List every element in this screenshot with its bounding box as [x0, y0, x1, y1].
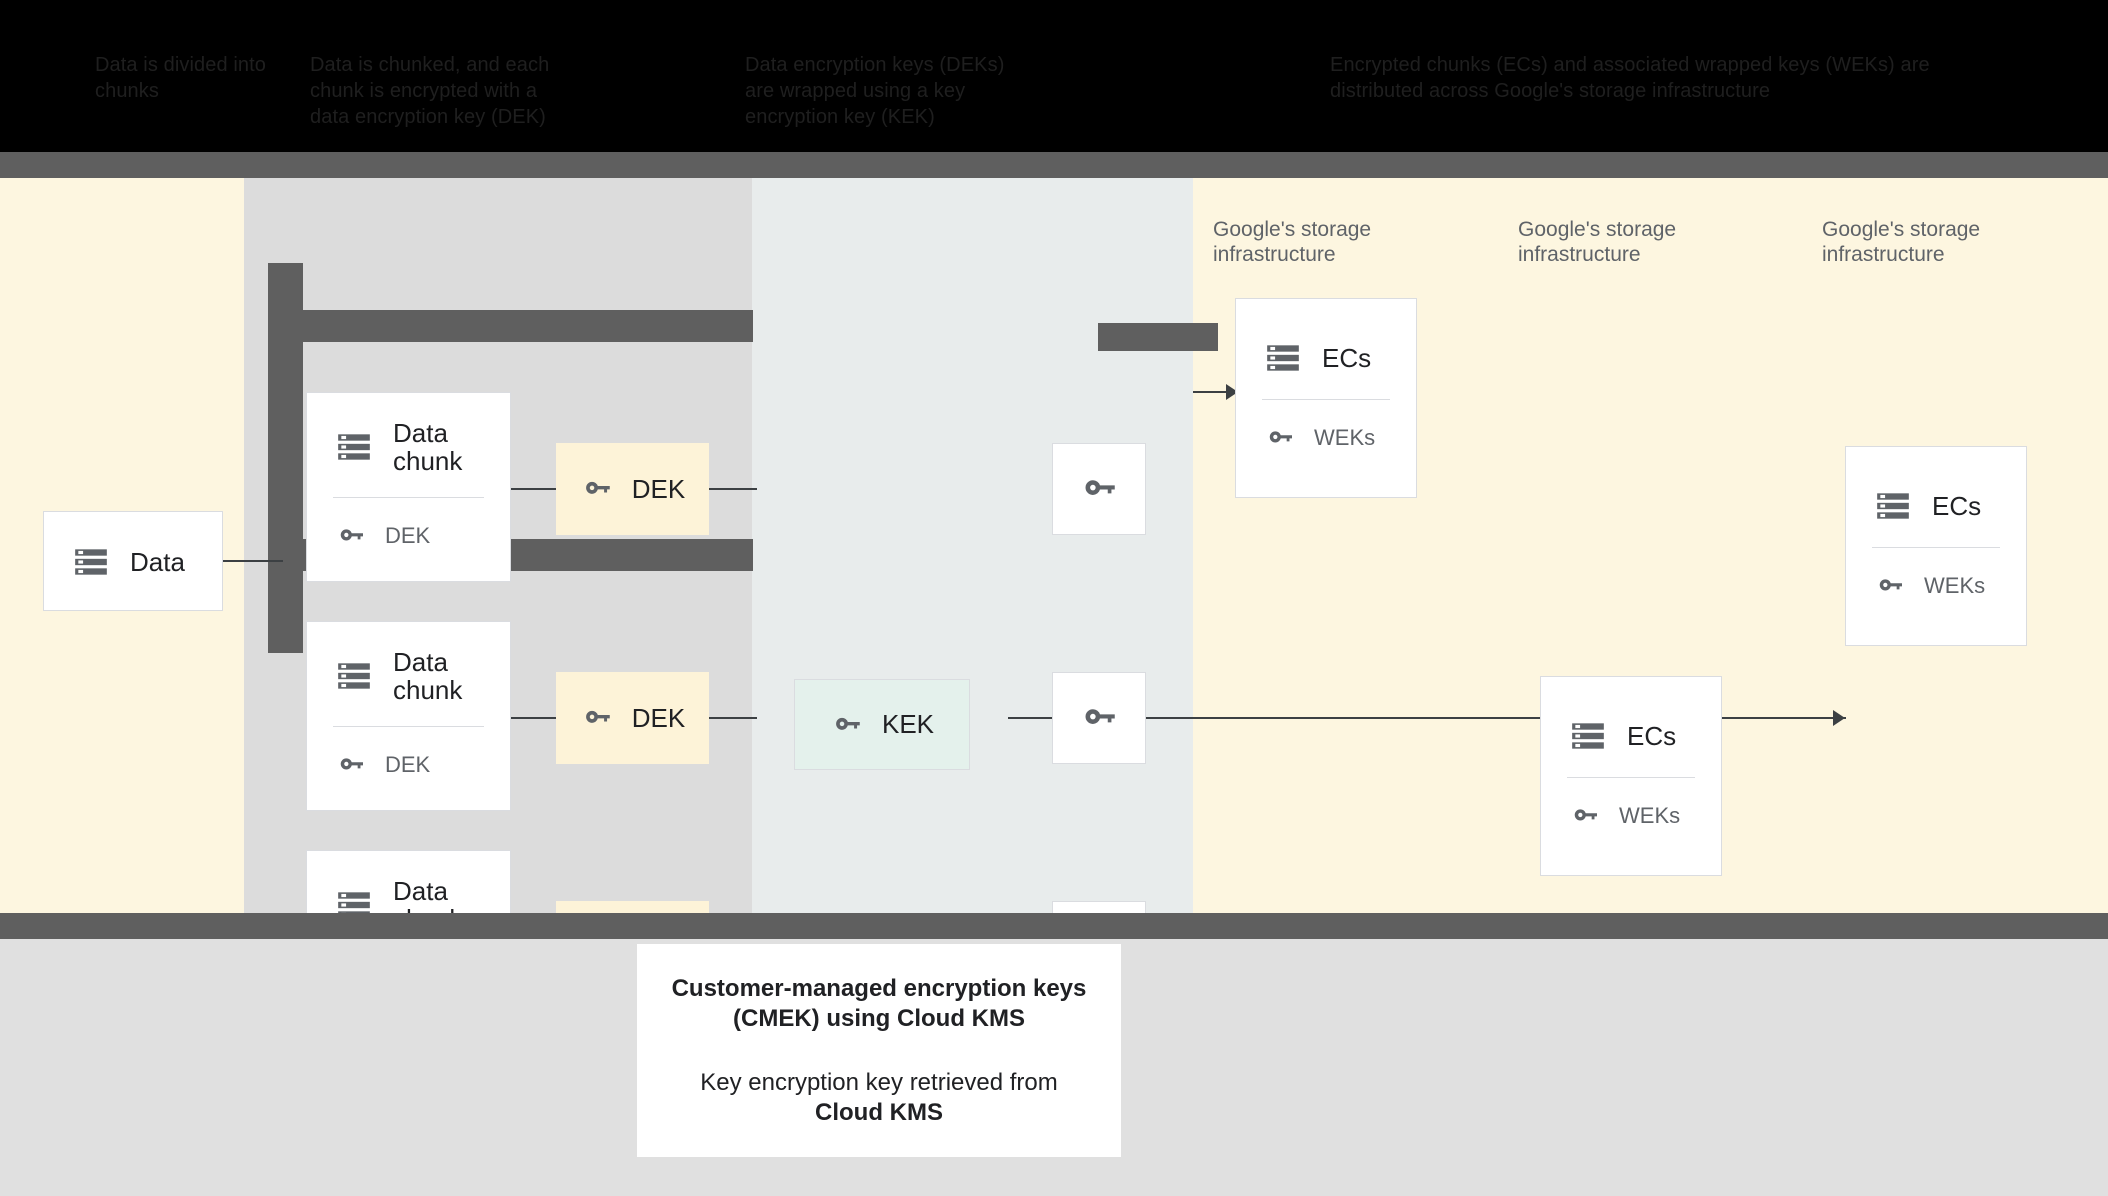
kek-box[interactable]: KEK: [794, 679, 970, 770]
data-source-card[interactable]: Data: [43, 511, 223, 611]
key-icon: [1264, 422, 1296, 454]
ec-card-key-label: WEKs: [1619, 803, 1681, 828]
caption-line-2: (CMEK) using Cloud KMS: [733, 1004, 1025, 1032]
data-chunk-key-label: DEK: [385, 752, 431, 777]
storage-icon: [72, 543, 110, 581]
line-kek-to-wek2: [1008, 717, 1056, 719]
ec-card-title: ECs: [1932, 491, 1982, 521]
line-dek2-out: [709, 717, 757, 719]
key-icon: [335, 749, 367, 781]
ec-card-1[interactable]: ECs WEKs: [1235, 298, 1417, 498]
connector-block-top: [268, 310, 753, 342]
dek-label: DEK: [631, 473, 686, 504]
data-chunk-key-label: DEK: [385, 523, 431, 548]
header-column-distribution: Encrypted chunks (ECs) and associated wr…: [1330, 54, 1930, 102]
storage-icon: [1874, 487, 1912, 525]
header-column-data-chunking: Data is divided into chunks: [95, 54, 266, 102]
caption-box: Customer-managed encryption keys (CMEK) …: [637, 944, 1121, 1157]
storage-icon: [335, 428, 373, 466]
ec-card-key-label: WEKs: [1924, 573, 1986, 598]
key-icon: [335, 520, 367, 552]
connector-spine: [268, 263, 303, 653]
card-divider: [333, 497, 484, 498]
dek-box-1[interactable]: DEK: [556, 443, 709, 535]
ec-card-title: ECs: [1627, 721, 1677, 751]
ec-card-key-label: WEKs: [1314, 425, 1376, 450]
data-source-title: Data: [130, 547, 185, 577]
key-icon: [830, 708, 864, 742]
key-icon: [1078, 697, 1120, 739]
caption-line-4: Cloud KMS: [815, 1098, 943, 1126]
card-divider: [1262, 399, 1390, 400]
card-divider: [333, 726, 484, 727]
kek-label: KEK: [881, 709, 935, 739]
line-dek1-out: [709, 488, 757, 490]
key-icon: [1874, 570, 1906, 602]
key-icon: [1078, 468, 1120, 510]
storage-icon: [1264, 339, 1302, 377]
zone-label-1: Google's storage infrastructure: [1213, 218, 1372, 266]
caption-line-3: Key encryption key retrieved from: [700, 1068, 1058, 1096]
header-column-chunk-encryption: Data is chunked, and each chunk is encry…: [310, 54, 550, 128]
band-key-wrapping: [752, 178, 1193, 913]
ec-card-3[interactable]: ECs WEKs: [1540, 676, 1722, 876]
wrapped-key-box-2[interactable]: [1052, 672, 1146, 764]
ec-card-title: ECs: [1322, 343, 1372, 373]
arrow-head-ec2: [1833, 710, 1845, 726]
header-divider-bar: [0, 152, 2108, 178]
arrow-line-ec1: [1193, 391, 1236, 393]
storage-icon: [1569, 717, 1607, 755]
arrow-line-ec2: [1146, 717, 1846, 719]
card-divider: [1567, 777, 1695, 778]
storage-icon: [335, 657, 373, 695]
data-chunk-title: Data chunk: [393, 647, 463, 705]
dek-label: DEK: [631, 702, 686, 733]
zone-label-3: Google's storage infrastructure: [1822, 218, 1981, 266]
line-chunk2-to-dek2: [511, 717, 556, 719]
header-column-key-wrapping: Data encryption keys (DEKs) are wrapped …: [745, 54, 1005, 128]
key-icon: [580, 701, 614, 735]
data-chunk-card-1[interactable]: Data chunk DEK: [306, 392, 511, 582]
footer-divider-bar: [0, 913, 2108, 939]
zone-label-2: Google's storage infrastructure: [1518, 218, 1677, 266]
header-band: Data is divided into chunks Data is chun…: [0, 0, 2108, 152]
key-icon: [580, 472, 614, 506]
ec-card-2[interactable]: ECs WEKs: [1845, 446, 2027, 646]
line-data-to-spine: [223, 560, 283, 562]
wrapped-key-box-1[interactable]: [1052, 443, 1146, 535]
connector-block-ec1: [1098, 323, 1218, 351]
caption-line-1: Customer-managed encryption keys: [671, 974, 1087, 1002]
diagram-canvas: Data Data chunk DEK: [0, 178, 2108, 1040]
dek-box-2[interactable]: DEK: [556, 672, 709, 764]
data-chunk-title: Data chunk: [393, 418, 463, 476]
card-divider: [1872, 547, 2000, 548]
line-chunk1-to-dek1: [511, 488, 556, 490]
key-icon: [1569, 800, 1601, 832]
data-chunk-card-2[interactable]: Data chunk DEK: [306, 621, 511, 811]
